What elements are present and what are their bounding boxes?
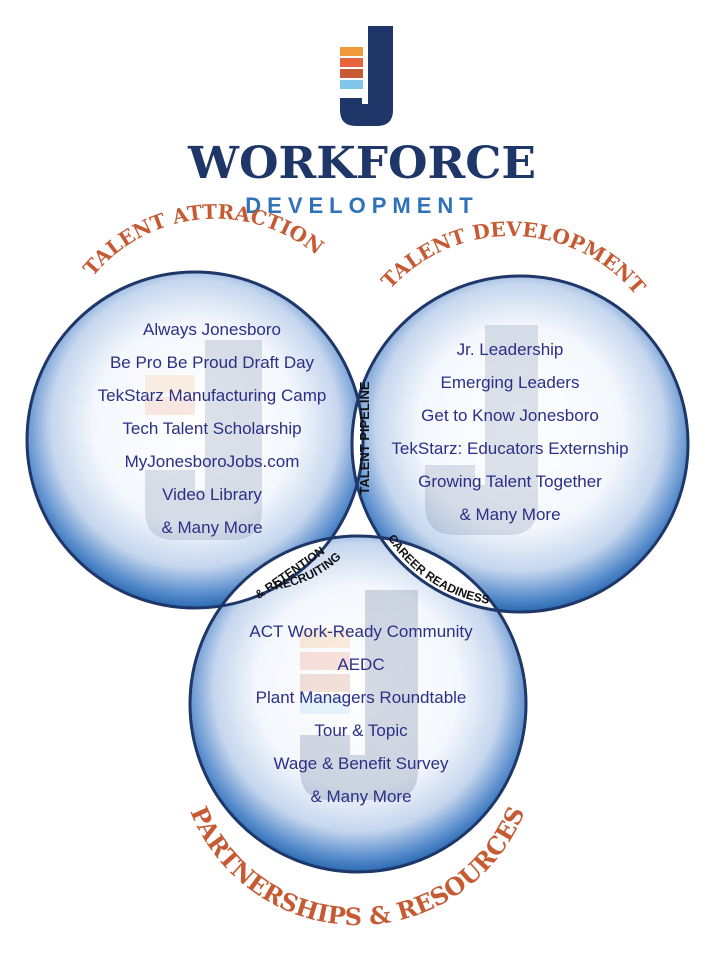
logo-title: WORKFORCE: [187, 138, 536, 189]
circle-partnerships: [190, 536, 526, 872]
list-item: ACT Work-Ready Community: [249, 622, 473, 641]
list-item: Get to Know Jonesboro: [421, 406, 599, 425]
list-item: Tour & Topic: [314, 721, 408, 740]
watermark-j-development: [425, 325, 538, 535]
circle-outline-attraction: [25, 270, 365, 610]
list-item: MyJonesboroJobs.com: [125, 452, 300, 471]
label-talent-pipeline: TALENT PIPELINE: [357, 381, 372, 494]
logo-j-mark: [340, 26, 393, 126]
logo: WORKFORCE DEVELOPMENT: [187, 26, 536, 218]
watermark-j-partnerships: [300, 590, 418, 800]
list-item: Always Jonesboro: [143, 320, 281, 339]
circle-outline-partnerships: [188, 534, 528, 874]
circle-outline-development: [350, 274, 690, 614]
list-item: Emerging Leaders: [441, 373, 580, 392]
logo-subtitle: DEVELOPMENT: [245, 193, 478, 218]
circle-talent-development: [352, 276, 688, 612]
list-item: & Many More: [459, 505, 560, 524]
list-item: Be Pro Be Proud Draft Day: [110, 353, 315, 372]
watermark-j-attraction: [145, 340, 262, 540]
list-item: TekStarz Manufacturing Camp: [98, 386, 327, 405]
list-item: Wage & Benefit Survey: [273, 754, 449, 773]
list-item: Video Library: [162, 485, 262, 504]
list-item: TekStarz: Educators Externship: [391, 439, 628, 458]
list-item: & Many More: [161, 518, 262, 537]
list-talent-attraction: Always Jonesboro Be Pro Be Proud Draft Da…: [98, 320, 327, 537]
list-item: & Many More: [310, 787, 411, 806]
list-item: Jr. Leadership: [457, 340, 564, 359]
circle-talent-attraction: [27, 272, 363, 608]
list-item: Plant Managers Roundtable: [256, 688, 467, 707]
list-item: Growing Talent Together: [418, 472, 602, 491]
list-item: Tech Talent Scholarship: [122, 419, 301, 438]
list-item: AEDC: [337, 655, 384, 674]
